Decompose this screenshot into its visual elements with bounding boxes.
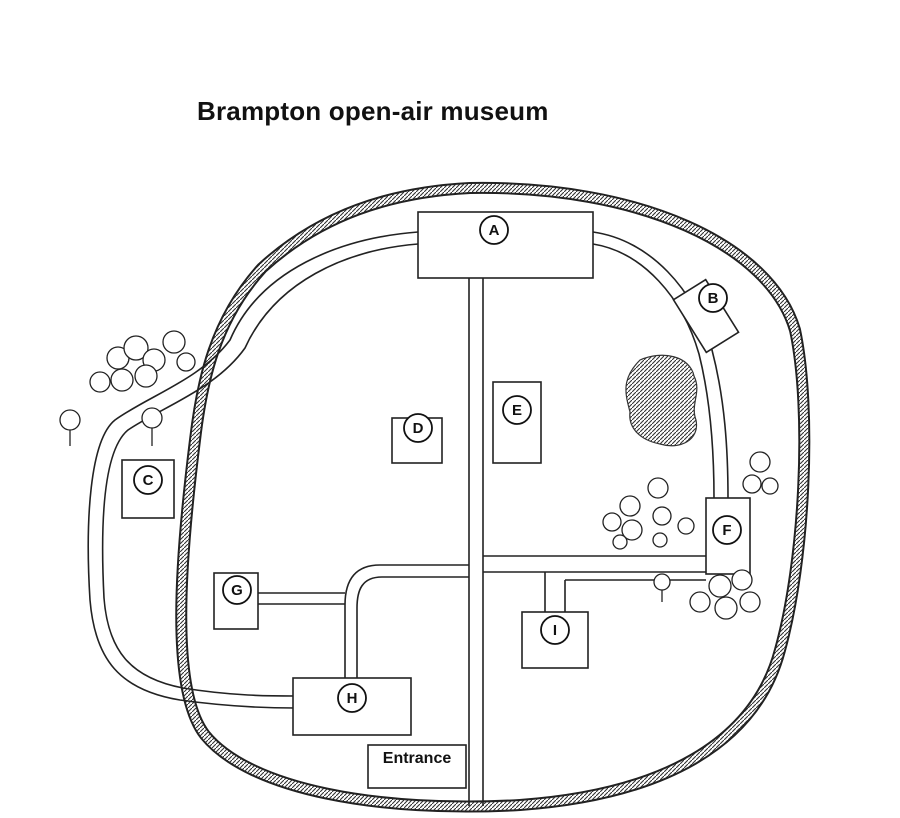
map-title: Brampton open-air museum bbox=[197, 96, 549, 126]
trees bbox=[59, 330, 779, 620]
label-f: F bbox=[722, 522, 731, 539]
entrance-building bbox=[367, 744, 467, 789]
marker-e bbox=[502, 395, 532, 425]
railway-boundary bbox=[175, 181, 811, 813]
marker-h bbox=[337, 683, 367, 713]
label-i: I bbox=[553, 622, 557, 639]
entrance-label: Entrance bbox=[383, 750, 452, 767]
label-b: B bbox=[708, 290, 719, 307]
paths bbox=[87, 231, 729, 806]
label-e: E bbox=[512, 402, 522, 419]
marker-a bbox=[479, 215, 509, 245]
label-g: G bbox=[231, 582, 243, 599]
marker-f bbox=[712, 515, 742, 545]
marker-g bbox=[222, 575, 252, 605]
marker-c bbox=[133, 465, 163, 495]
label-h: H bbox=[347, 690, 358, 707]
marker-b bbox=[698, 283, 728, 313]
label-d: D bbox=[413, 420, 424, 437]
marker-i bbox=[540, 615, 570, 645]
marker-d bbox=[403, 413, 433, 443]
label-a: A bbox=[489, 222, 500, 239]
pond bbox=[625, 354, 698, 447]
label-c: C bbox=[143, 472, 154, 489]
